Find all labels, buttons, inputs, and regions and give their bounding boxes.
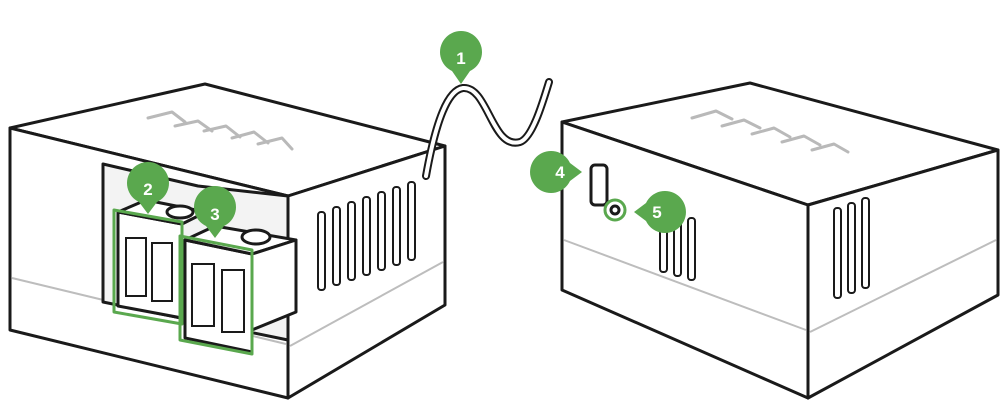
callouts: 1 2 3 4 5 — [127, 31, 686, 238]
left-logo — [146, 110, 294, 151]
highlights — [112, 198, 627, 356]
callout-4-number: 4 — [555, 163, 565, 182]
right-front-seam — [563, 239, 807, 331]
callout-5: 5 — [634, 190, 686, 233]
highlight-block-1 — [112, 208, 184, 326]
led-indicator — [609, 204, 621, 216]
callout-2-number: 2 — [143, 180, 152, 199]
callout-3-number: 3 — [210, 205, 219, 224]
right-logo — [690, 109, 850, 154]
highlight-block-2 — [178, 234, 254, 356]
callout-3: 3 — [194, 186, 236, 238]
left-device — [8, 82, 447, 400]
right-side-seam — [809, 239, 997, 333]
terminal-block-2 — [183, 224, 298, 354]
terminal-block-1 — [116, 198, 208, 320]
callout-4: 4 — [530, 151, 582, 193]
highlight-led — [603, 198, 627, 222]
callout-2: 2 — [127, 162, 169, 214]
callout-1: 1 — [440, 31, 483, 84]
right-device — [560, 81, 1000, 400]
function-button — [589, 163, 609, 207]
right-side-vents — [833, 197, 870, 299]
callout-1-number: 1 — [456, 49, 465, 68]
left-vents — [317, 181, 416, 291]
callout-5-number: 5 — [652, 203, 661, 222]
antenna-wire — [422, 78, 553, 180]
left-side-seam — [289, 261, 444, 347]
